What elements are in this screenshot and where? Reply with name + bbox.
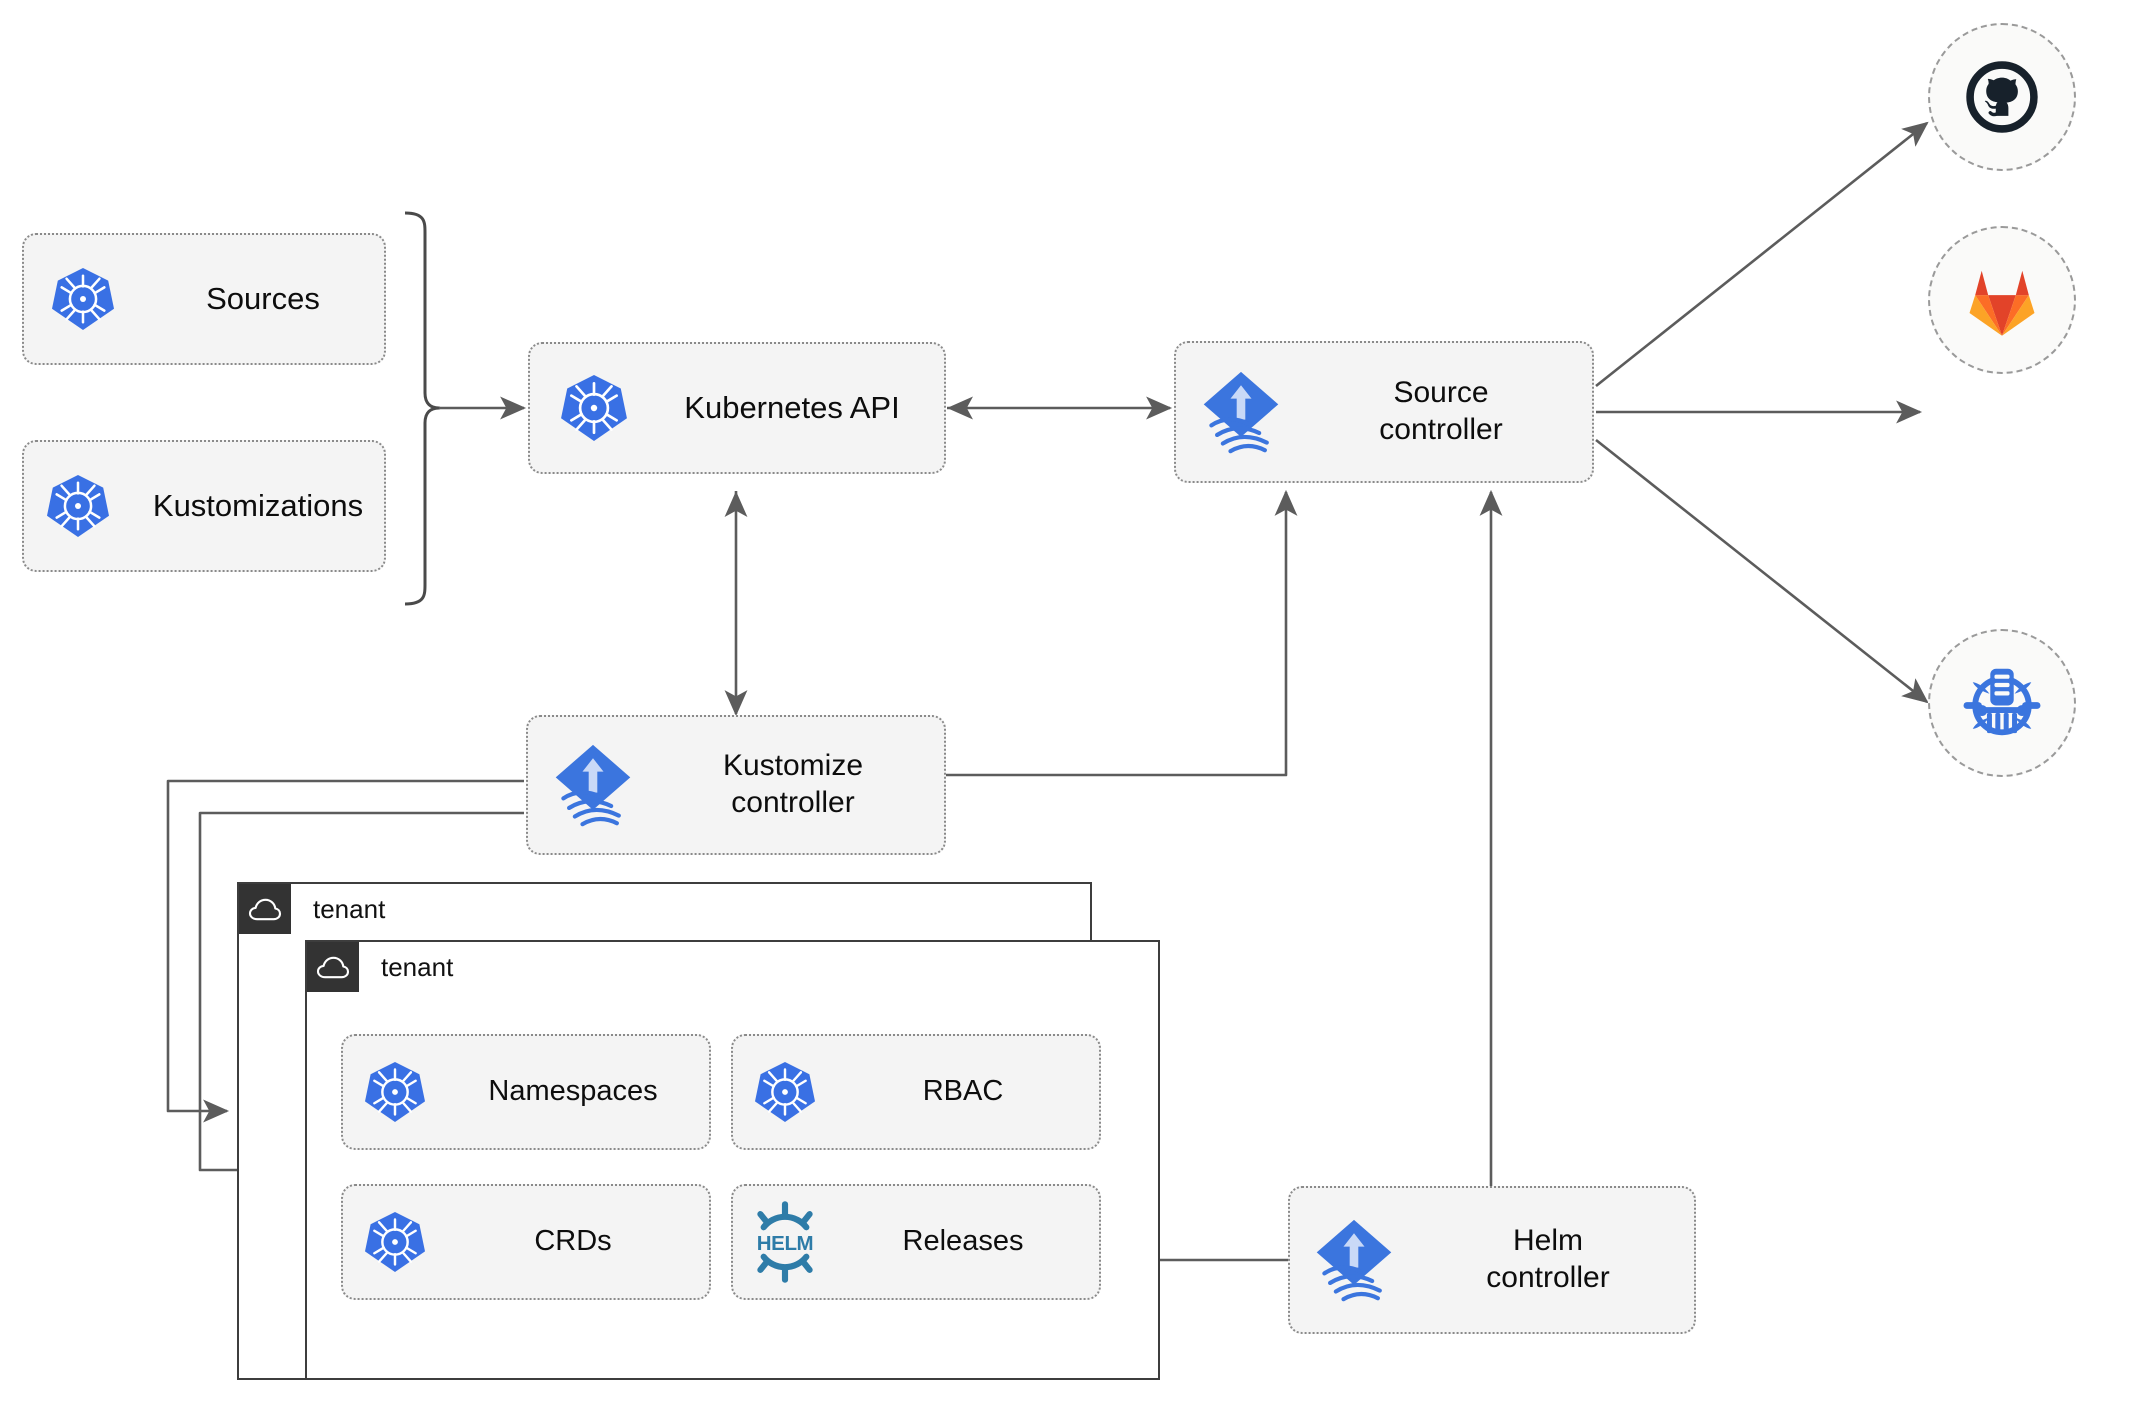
node-label: Kustomize controller <box>722 749 864 819</box>
node-label: Namespaces <box>488 1075 658 1108</box>
node-label: Source controller <box>1379 376 1503 446</box>
node-label: Sources <box>206 281 320 317</box>
provider-gitlab[interactable] <box>1928 226 2076 374</box>
helm-icon: HELM <box>733 1201 837 1283</box>
node-sources[interactable]: Sources <box>22 233 386 365</box>
kubernetes-icon <box>530 373 658 443</box>
tenant-label: tenant <box>381 951 454 982</box>
flux-icon <box>528 739 658 831</box>
node-label: Kubernetes API <box>684 390 900 426</box>
node-rbac[interactable]: RBAC <box>731 1034 1101 1150</box>
node-namespaces[interactable]: Namespaces <box>341 1034 711 1150</box>
node-kubernetes-api[interactable]: Kubernetes API <box>528 342 946 474</box>
kubernetes-icon <box>24 473 132 539</box>
tenant-header: tenant <box>307 942 453 992</box>
kubernetes-icon <box>733 1060 837 1124</box>
kubernetes-icon <box>24 266 142 332</box>
cloud-icon <box>307 942 359 992</box>
provider-github[interactable] <box>1928 23 2076 171</box>
node-crds[interactable]: CRDs <box>341 1184 711 1300</box>
svg-text:HELM: HELM <box>757 1232 813 1255</box>
gitlab-icon <box>1969 270 2035 336</box>
node-label: RBAC <box>922 1075 1004 1108</box>
node-label: Helm controller <box>1486 1224 1610 1294</box>
node-releases[interactable]: HELM Releases <box>731 1184 1101 1300</box>
provider-helm-registry[interactable] <box>1928 629 2076 777</box>
flux-icon <box>1290 1214 1418 1306</box>
cloud-icon <box>239 884 291 934</box>
tenant-container-front: tenant <box>305 940 1160 1380</box>
kubernetes-icon <box>343 1060 447 1124</box>
github-icon <box>1966 61 2038 133</box>
node-label: Releases <box>902 1225 1024 1258</box>
tenant-header: tenant <box>239 884 385 934</box>
tenant-label: tenant <box>313 893 386 924</box>
node-kustomize-controller[interactable]: Kustomize controller <box>526 715 946 855</box>
node-helm-controller[interactable]: Helm controller <box>1288 1186 1696 1334</box>
flux-icon <box>1176 366 1306 458</box>
node-label: Kustomizations <box>152 488 364 524</box>
node-kustomizations[interactable]: Kustomizations <box>22 440 386 572</box>
helm-registry-icon <box>1963 668 2041 736</box>
kubernetes-icon <box>343 1210 447 1274</box>
node-label: CRDs <box>534 1225 612 1258</box>
node-source-controller[interactable]: Source controller <box>1174 341 1594 483</box>
